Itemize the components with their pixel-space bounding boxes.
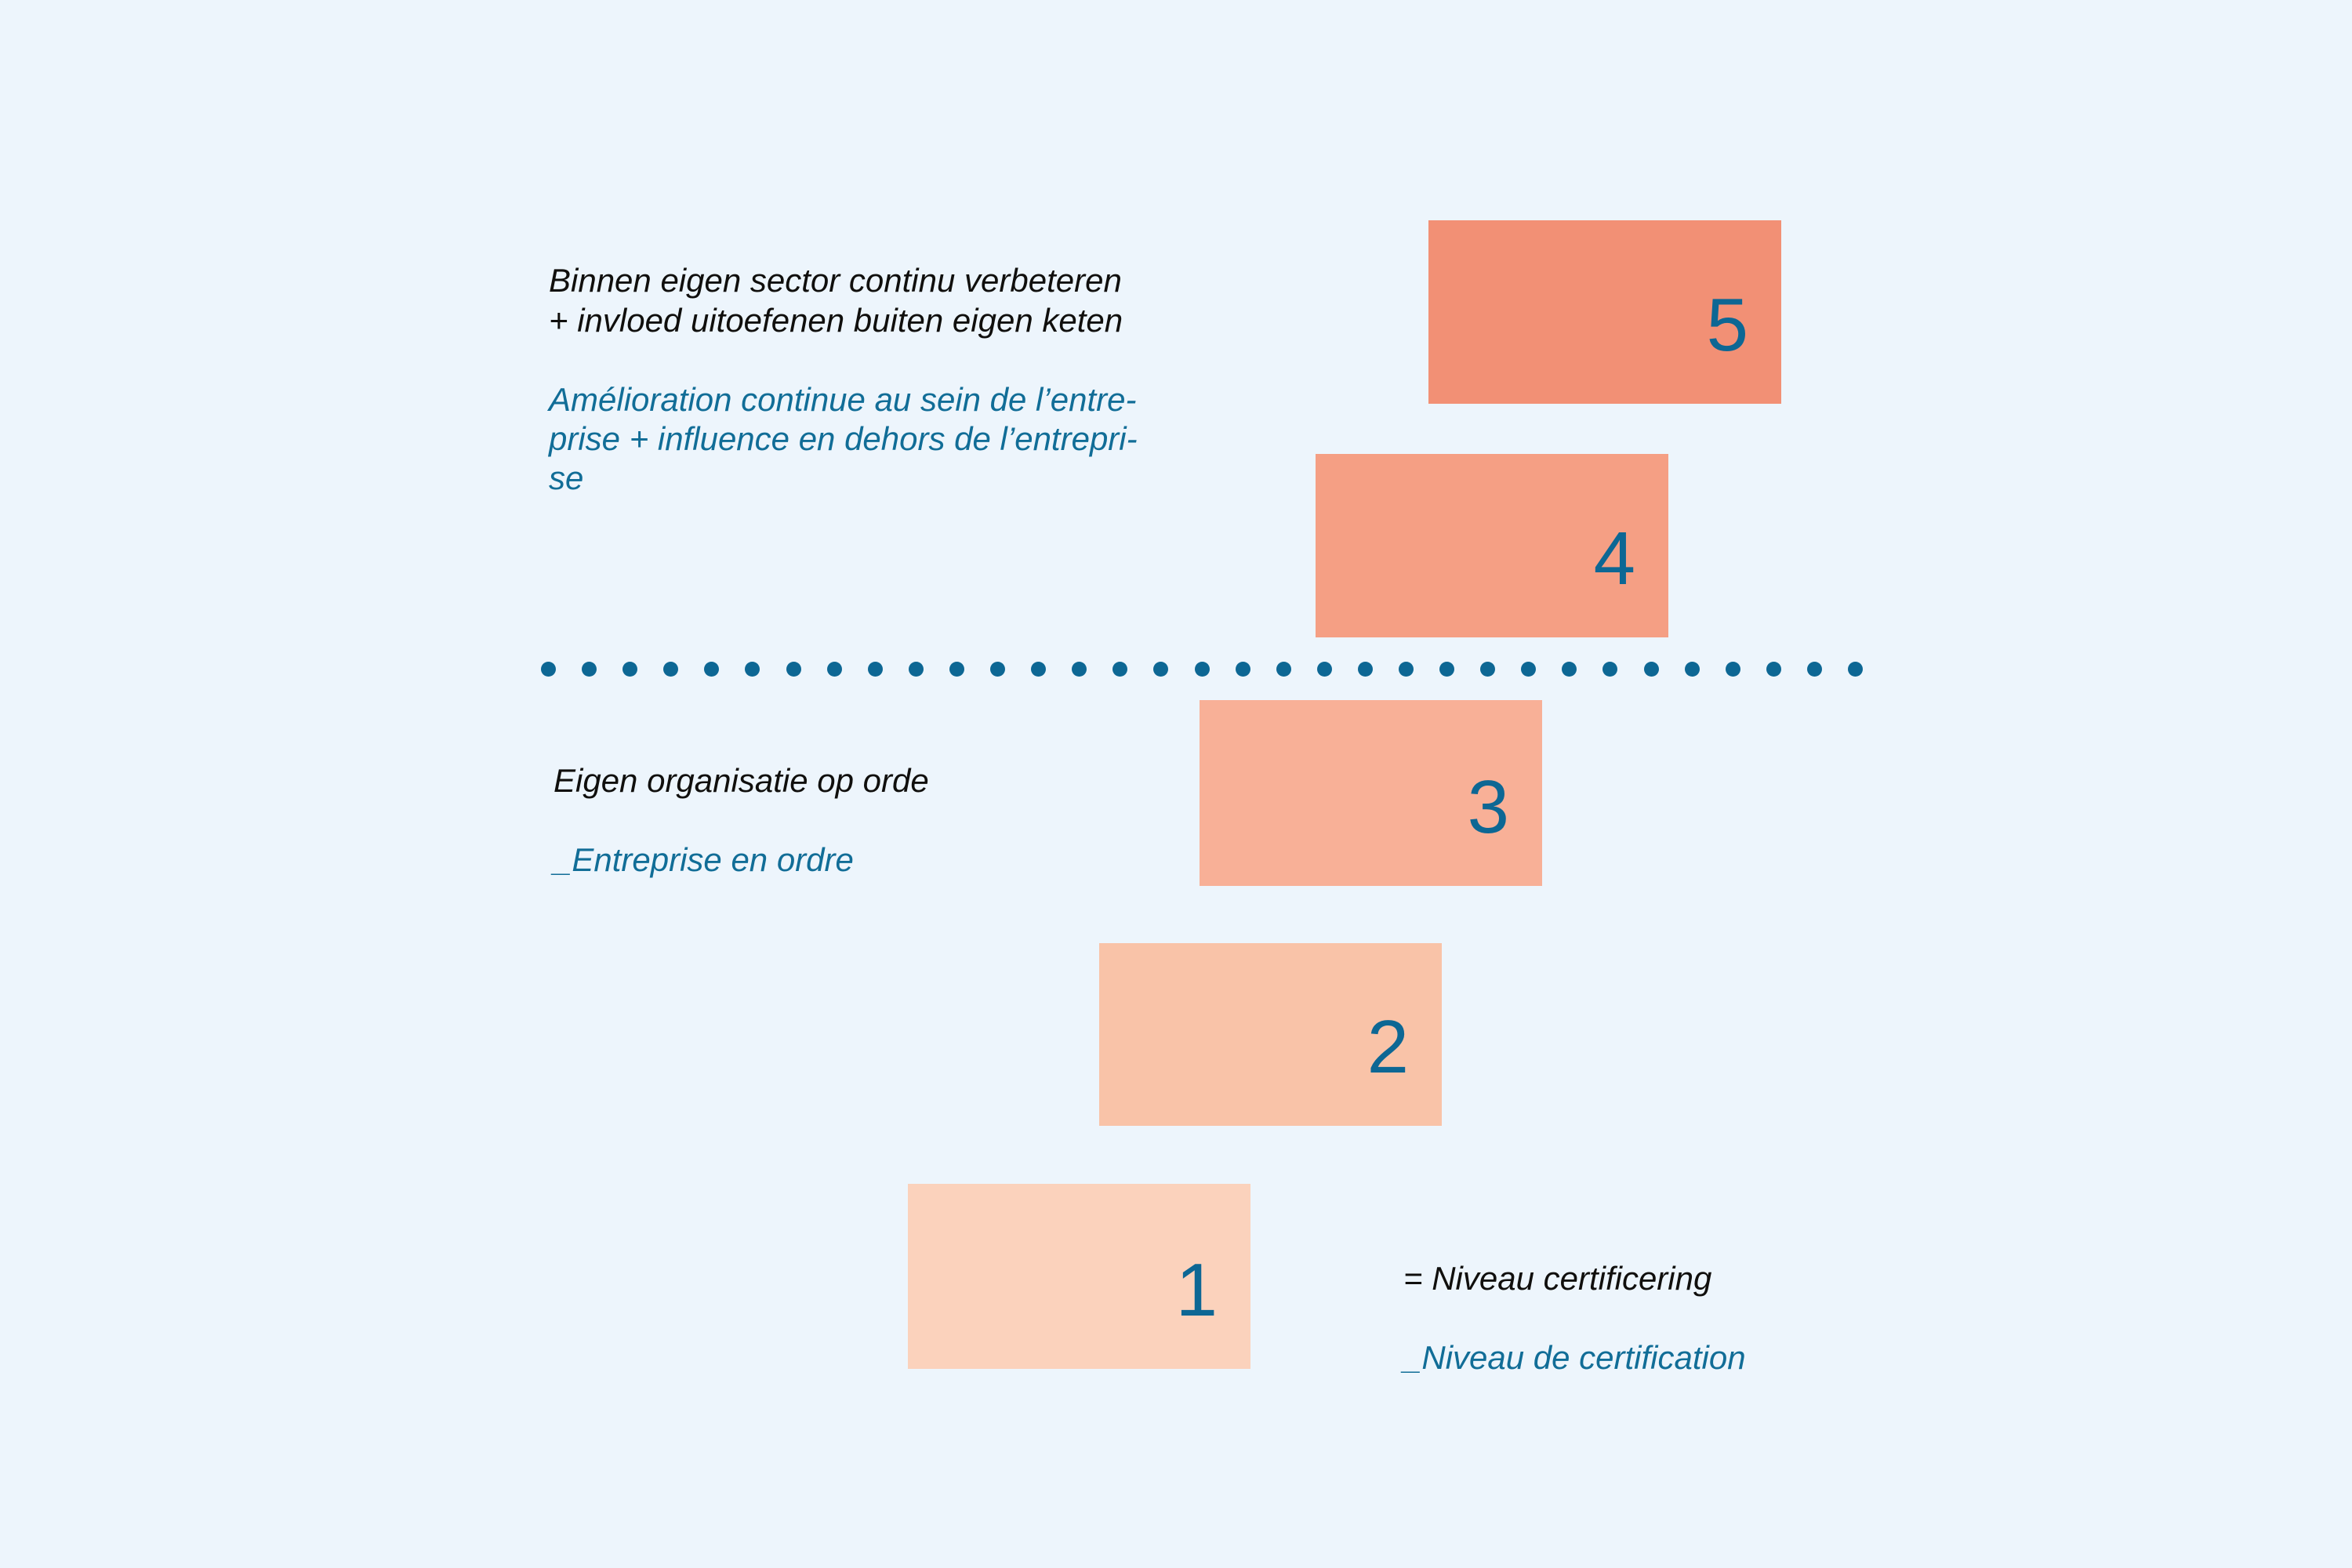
divider-dot <box>1316 662 1332 677</box>
divider-dot <box>1439 662 1455 677</box>
label-upper-levels: Binnen eigen sector continu verbeteren +… <box>549 222 1333 538</box>
divider-dot <box>1725 662 1740 677</box>
divider-dot <box>1072 662 1087 677</box>
divider-dot <box>663 662 679 677</box>
divider-dot <box>622 662 638 677</box>
bar-level-3: 3 <box>1200 700 1542 886</box>
divider-dot <box>1235 662 1250 677</box>
divider-dot <box>1562 662 1577 677</box>
divider-dot <box>1357 662 1373 677</box>
bar-level-5-number: 5 <box>1706 283 1748 367</box>
bar-level-2: 2 <box>1099 943 1442 1126</box>
certification-legend-nl: = Niveau certificering <box>1403 1260 1712 1298</box>
divider-dot <box>1766 662 1781 677</box>
bar-level-4: 4 <box>1316 454 1668 637</box>
divider-dot <box>1480 662 1496 677</box>
bar-level-4-number: 4 <box>1593 517 1635 601</box>
bar-level-3-number: 3 <box>1467 765 1509 849</box>
divider-dot <box>786 662 801 677</box>
certification-legend: = Niveau certificering _Niveau de certif… <box>1403 1220 1999 1417</box>
label-lower-levels-fr: _Entreprise en ordre <box>554 841 854 879</box>
divider-dot <box>949 662 964 677</box>
divider-dot <box>745 662 760 677</box>
bar-level-2-number: 2 <box>1367 1005 1409 1089</box>
bar-level-1: 1 <box>908 1184 1250 1369</box>
label-upper-levels-nl: Binnen eigen sector continu verbeteren +… <box>549 262 1123 339</box>
divider-dot <box>1194 662 1210 677</box>
label-upper-levels-fr: Amélioration continue au sein de l’entre… <box>549 380 1138 497</box>
divider-dot <box>1031 662 1047 677</box>
dotted-divider <box>541 662 1863 677</box>
divider-dot <box>826 662 842 677</box>
divider-dot <box>908 662 924 677</box>
divider-dot <box>990 662 1006 677</box>
bar-level-1-number: 1 <box>1175 1248 1218 1332</box>
divider-dot <box>1521 662 1537 677</box>
divider-dot <box>867 662 883 677</box>
bar-level-5: 5 <box>1428 220 1781 404</box>
divider-dot <box>1276 662 1291 677</box>
divider-dot <box>1684 662 1700 677</box>
divider-dot <box>1398 662 1414 677</box>
divider-dot <box>1602 662 1618 677</box>
label-lower-levels-nl: Eigen organisatie op orde <box>554 762 929 800</box>
divider-dot <box>1643 662 1659 677</box>
divider-dot <box>1848 662 1863 677</box>
divider-dot <box>541 662 556 677</box>
divider-dot <box>1112 662 1128 677</box>
certification-legend-fr: _Niveau de certification <box>1403 1339 1746 1377</box>
divider-dot <box>704 662 720 677</box>
divider-dot <box>1806 662 1822 677</box>
label-lower-levels: Eigen organisatie op orde _Entreprise en… <box>554 722 1259 920</box>
divider-dot <box>1153 662 1169 677</box>
divider-dot <box>582 662 597 677</box>
